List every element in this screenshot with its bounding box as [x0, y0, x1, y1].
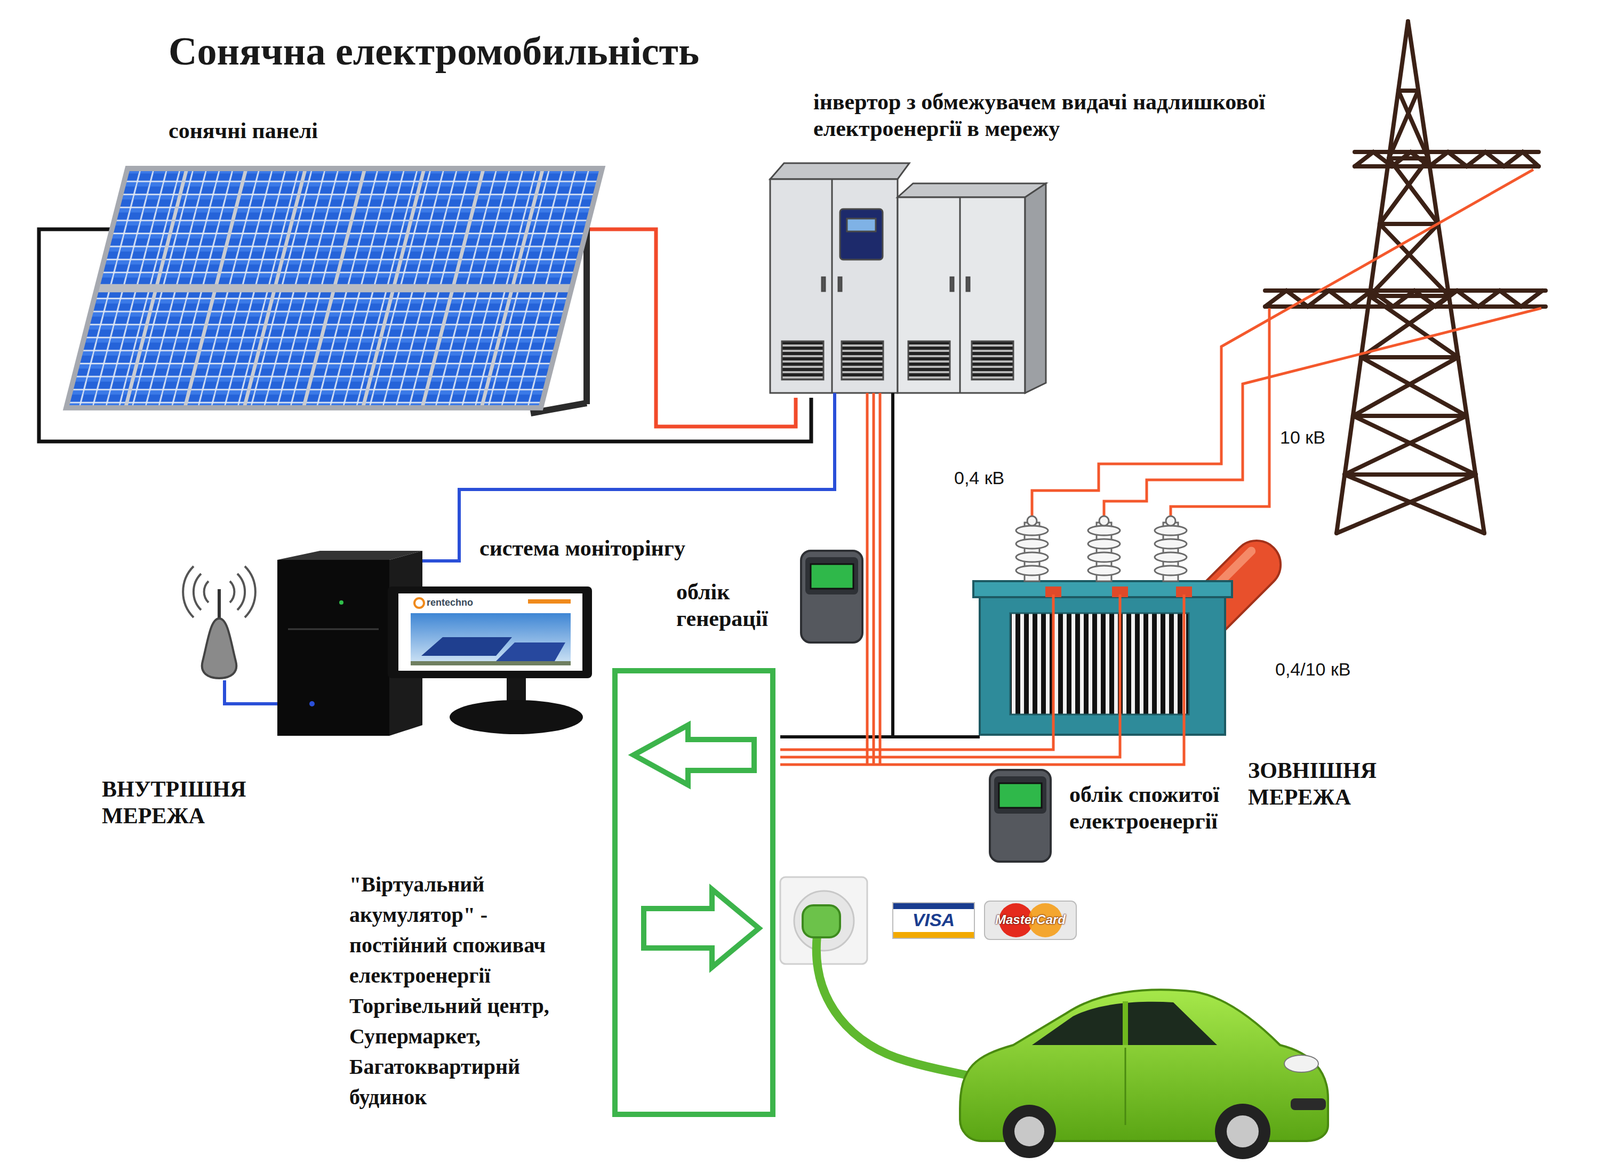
voltage-label: 0,4/10 кВ	[1275, 658, 1351, 681]
consumption-meter	[989, 770, 1051, 862]
monitoring-wire	[422, 393, 835, 562]
generation-meter	[801, 550, 863, 643]
card-brand: MasterCard	[984, 912, 1077, 928]
electric-car	[960, 989, 1328, 1160]
meter-label: облік спожитої електроенергії	[1069, 781, 1240, 836]
card-brand: VISA	[892, 909, 975, 931]
node-heading: "Віртуальний акумулятор" - постійний спо…	[349, 869, 584, 1113]
transformer	[973, 516, 1291, 735]
hv-lines	[1032, 169, 1542, 520]
component-label: сонячні панелі	[168, 117, 318, 144]
diagram-title: Сонячна електромобильність	[168, 27, 700, 76]
outline-arrow	[633, 725, 755, 786]
virtual-battery-box: "Віртуальний акумулятор" - постійний спо…	[612, 668, 776, 1118]
dc-wire-positive	[586, 229, 796, 427]
transmission-tower	[1265, 21, 1546, 534]
inverter-cabinet	[770, 163, 1046, 394]
outline-arrow	[643, 889, 759, 968]
mastercard-card	[984, 901, 1077, 940]
component-label: система моніторінгу	[479, 534, 686, 562]
charging-socket	[780, 877, 979, 1079]
meter-label: облік генерації	[676, 578, 798, 633]
component-label: інвертор з обмежувачем видачі надлишково…	[813, 88, 1283, 143]
zone-label: ВНУТРІШНЯ МЕРЕЖА	[101, 776, 305, 830]
antenna	[182, 566, 256, 679]
visa-card	[892, 902, 975, 939]
screen-logo: rentechno	[426, 597, 474, 610]
lv-wires	[780, 393, 1184, 765]
computer	[277, 550, 592, 736]
voltage-label: 0,4 кВ	[954, 467, 1005, 490]
solar-panel	[66, 168, 603, 408]
neutral-wire	[891, 393, 895, 738]
voltage-label: 10 кВ	[1280, 426, 1326, 449]
zone-label: ЗОВНІШНЯ МЕРЕЖА	[1248, 757, 1408, 812]
